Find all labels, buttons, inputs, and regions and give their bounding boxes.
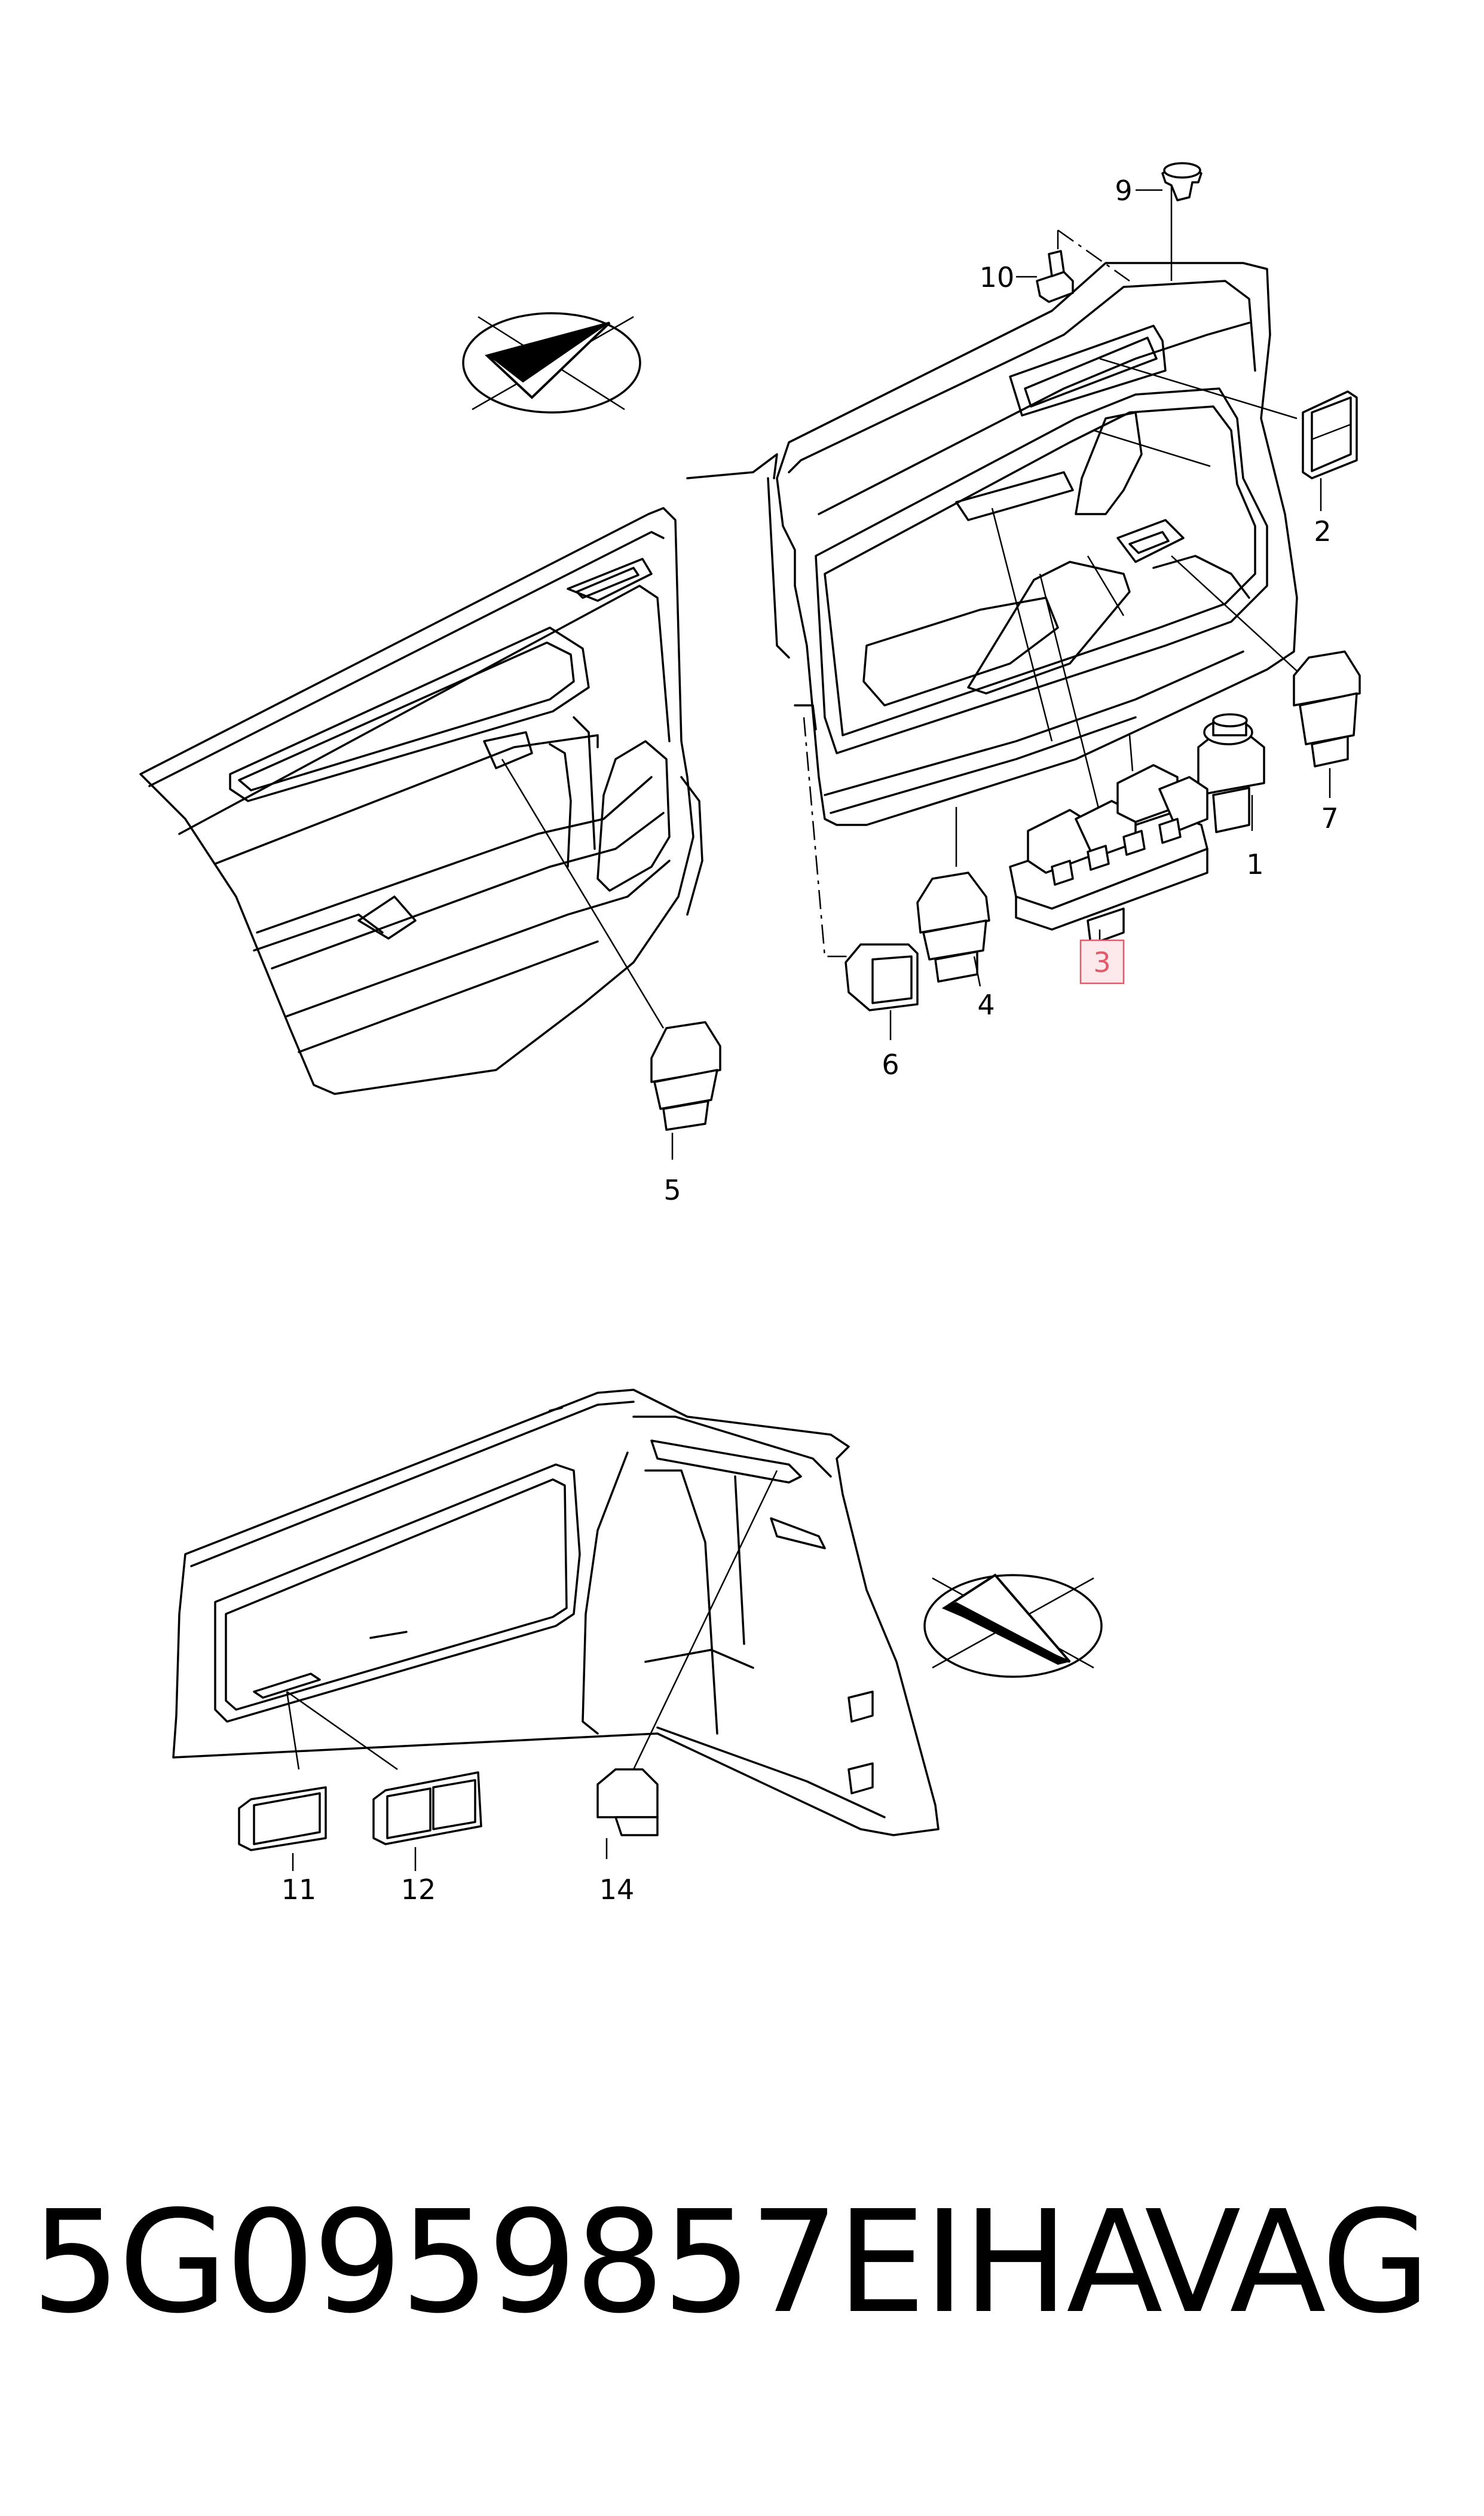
callout-2: 2	[1314, 515, 1331, 548]
callout-14: 14	[599, 1873, 635, 1906]
brand-label: VAG	[1145, 2180, 1431, 2344]
callout-7: 7	[1321, 802, 1338, 834]
callout-5: 5	[663, 1174, 681, 1206]
part-number: 5G0959857EIHA	[31, 2180, 1163, 2344]
leader-lines-front	[803, 176, 1315, 958]
callout-3: 3	[1093, 946, 1110, 979]
rear-door-panel	[139, 507, 703, 1095]
callout-10: 10	[980, 261, 1015, 294]
part-12-switch	[372, 1771, 482, 1871]
orientation-icon-rear	[923, 1573, 1103, 1678]
callout-1: 1	[1246, 848, 1263, 881]
part-11-switch	[238, 1786, 327, 1871]
callout-11: 11	[281, 1873, 317, 1906]
part-9-clip	[1136, 162, 1203, 201]
part-4-switch	[916, 872, 990, 987]
callout-12: 12	[401, 1873, 436, 1906]
trunk-side-panel	[172, 1389, 940, 1836]
part-7-switch	[1293, 650, 1361, 798]
callout-9: 9	[1115, 175, 1132, 207]
part-14-switch	[596, 1768, 659, 1859]
part-2-switch	[1302, 390, 1358, 511]
part-3-window-switch-block	[1009, 764, 1208, 946]
orientation-icon-front	[462, 312, 641, 414]
highlight-box	[1079, 939, 1125, 985]
callout-6: 6	[882, 1048, 899, 1081]
part-10-clip	[1016, 250, 1074, 303]
part-5-switch	[650, 1021, 721, 1160]
callout-4: 4	[977, 989, 995, 1021]
part-6-switch	[844, 943, 919, 1040]
leader-lines-trunk	[286, 1470, 778, 1771]
